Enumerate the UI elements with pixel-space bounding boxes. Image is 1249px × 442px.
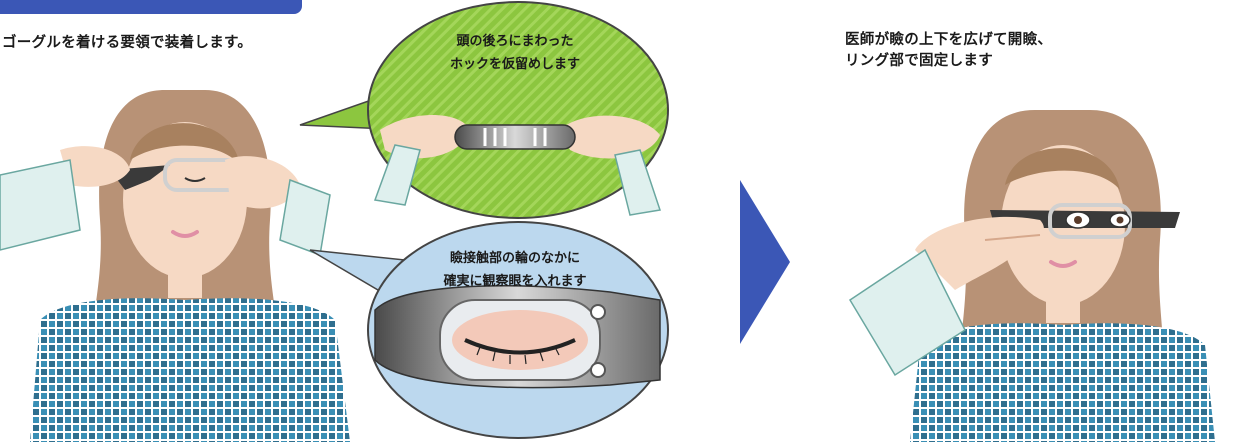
right-caption: 医師が瞼の上下を広げて開瞼、 リング部で固定します [845,32,1053,69]
callout-top-text: 頭の後ろにまわった ホックを仮留めします [449,34,580,72]
callout-bottom [309,221,669,439]
header-tab [0,0,302,14]
callout-top [299,1,669,219]
right-woman-figure [848,110,1215,442]
left-woman-figure [0,90,350,442]
callout-bottom-text: 瞼接触部の輪のなかに 確実に観察眼を入れます [443,251,587,289]
left-caption: ゴーグルを着ける要領で装着します。 [2,35,253,51]
right-chevron-arrow-icon [740,180,790,344]
